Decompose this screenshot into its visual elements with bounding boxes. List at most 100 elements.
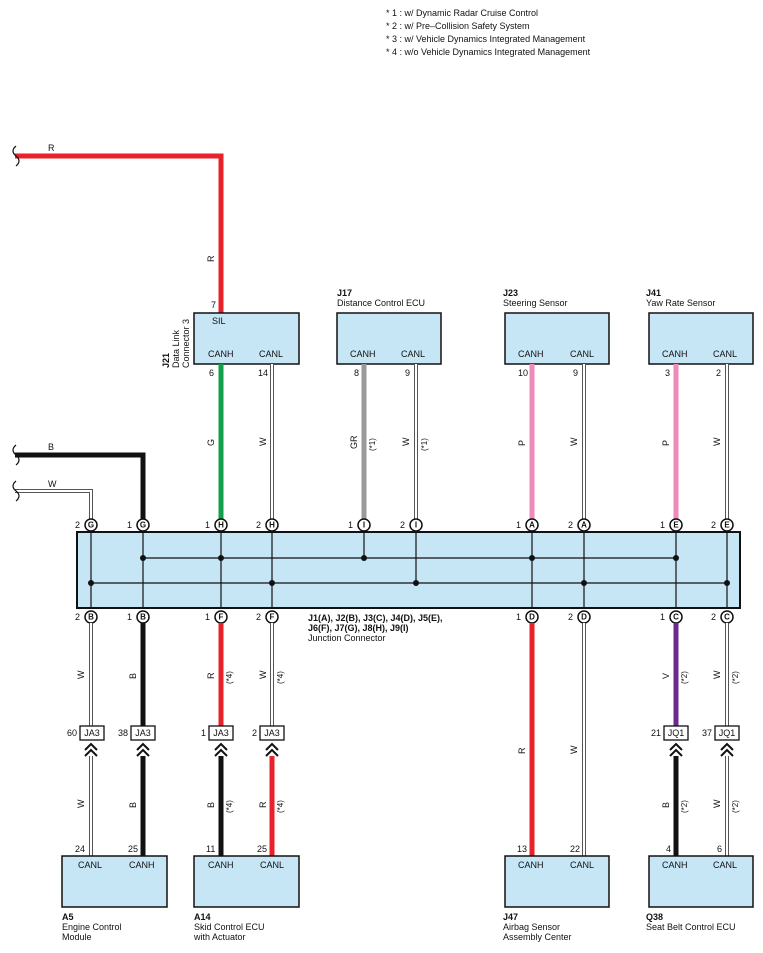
- terminal-bottom-pin: 1: [127, 612, 132, 622]
- inline-connector-name: JA3: [84, 728, 100, 738]
- lower-wires: W B B (*4) R (*4) B (*2) W (*2): [76, 742, 740, 856]
- q38-seat-belt-control-ecu: 4 6 CANH CANL Q38 Seat Belt Control ECU: [646, 844, 754, 932]
- terminal-top-letter: A: [529, 521, 535, 530]
- a14-canl: CANL: [260, 860, 284, 870]
- terminal-top-letter: A: [581, 521, 587, 530]
- dot: [361, 555, 367, 561]
- terminal-bottom-letter: F: [270, 613, 275, 622]
- inline-connector-name: JQ1: [719, 728, 736, 738]
- j23-box: [504, 312, 610, 365]
- inline-connectors: JA3 60 JA3 38 JA3 1 JA3 2 JQ1 21 JQ1 37: [67, 725, 740, 741]
- label-j23-canl-color: W: [569, 437, 579, 446]
- q38-canh: CANH: [662, 860, 688, 870]
- note-4: * 4 : w/o Vehicle Dynamics Integrated Ma…: [386, 47, 591, 57]
- j23-steering-sensor: J23 Steering Sensor CANH CANL 10 9: [503, 288, 610, 378]
- terminal-top-letter: G: [88, 521, 94, 530]
- q38-pin-canl: 6: [717, 844, 722, 854]
- label-c1-color: V: [661, 673, 671, 679]
- inline-connector-pin: 37: [702, 728, 712, 738]
- a5-pin-canh: 25: [128, 844, 138, 854]
- j41-code: J41: [646, 288, 661, 298]
- j21-box: [193, 312, 300, 365]
- j17-box: [336, 312, 442, 365]
- junction-box: [76, 531, 741, 609]
- terminal-bottom-letter: D: [581, 613, 587, 622]
- j23-pin-canl: 9: [573, 368, 578, 378]
- label-f2-note: (*4): [276, 671, 285, 684]
- dot: [529, 555, 535, 561]
- label-j41-canh-color: P: [661, 440, 671, 446]
- upper-wires: G W GR (*1) W (*1) P W P W: [206, 364, 729, 520]
- label-a14-canl-note: (*4): [276, 800, 285, 813]
- junction-label-line2: J6(F), J7(G), J8(H), J9(I): [308, 623, 409, 633]
- q38-canl: CANL: [713, 860, 737, 870]
- chevron-up-icon: [265, 742, 279, 757]
- terminal-top-i1: [357, 518, 371, 532]
- terminal-top-a1: [525, 518, 539, 532]
- inline-connector-pin: 2: [252, 728, 257, 738]
- terminal-bottom-pin: 1: [516, 612, 521, 622]
- j41-canl: CANL: [713, 349, 737, 359]
- j21-pin-canh: 6: [209, 368, 214, 378]
- junction-connector: G 2 G 1 H 1 H 2 I 1 I 2 A 1 A 2 E: [75, 518, 741, 643]
- wire-r-vertical-label: R: [206, 255, 216, 262]
- j41-box: [648, 312, 754, 365]
- label-d2-color: W: [569, 745, 579, 754]
- terminal-bottom-letter: B: [140, 613, 146, 622]
- j21-canh: CANH: [208, 349, 234, 359]
- terminal-top-pin: 1: [660, 520, 665, 530]
- terminal-top-letter: E: [724, 521, 730, 530]
- terminal-top-pin: 1: [127, 520, 132, 530]
- a5-engine-control-module: 24 25 CANL CANH A5 Engine Control Module: [61, 844, 168, 942]
- wire-b-incoming: [15, 452, 146, 520]
- j47-box: [504, 855, 610, 908]
- j17-pin-canl: 9: [405, 368, 410, 378]
- wire-w-incoming-outline: [15, 489, 93, 520]
- j47-canl: CANL: [570, 860, 594, 870]
- a5-canl: CANL: [78, 860, 102, 870]
- j23-canl: CANL: [570, 349, 594, 359]
- terminal-top-pin: 2: [75, 520, 80, 530]
- junction-label-line3: Junction Connector: [308, 633, 386, 643]
- j17-code: J17: [337, 288, 352, 298]
- q38-name-line1: Seat Belt Control ECU: [646, 922, 736, 932]
- label-q38-canh-color: B: [661, 802, 671, 808]
- terminal-top-pin: 1: [205, 520, 210, 530]
- a5-pin-canl: 24: [75, 844, 85, 854]
- a14-box: [193, 855, 300, 908]
- terminal-bottom-pin: 2: [256, 612, 261, 622]
- label-b2-color: W: [76, 670, 86, 679]
- q38-box: [648, 855, 754, 908]
- chevron-up-icon: [84, 742, 98, 757]
- terminal-top-h1: [214, 518, 228, 532]
- a14-skid-control-ecu: 11 25 CANH CANL A14 Skid Control ECU wit…: [193, 844, 300, 942]
- terminal-top-letter: H: [269, 521, 275, 530]
- label-d1-color: R: [517, 747, 527, 754]
- wire-w-incoming: [15, 490, 92, 520]
- terminal-top-pin: 2: [400, 520, 405, 530]
- wire-w-label: W: [48, 479, 57, 489]
- terminal-top-letter: H: [218, 521, 224, 530]
- terminal-top-pin: 1: [348, 520, 353, 530]
- inline-connector-pin: 60: [67, 728, 77, 738]
- dot: [673, 555, 679, 561]
- j41-canh: CANH: [662, 349, 688, 359]
- terminal-top-i2: [409, 518, 423, 532]
- label-c2-color: W: [712, 670, 722, 679]
- a5-name-line1: Engine Control: [62, 922, 122, 932]
- junction-top-terminals: G 2 G 1 H 1 H 2 I 1 I 2 A 1 A 2 E: [75, 518, 734, 532]
- wire-r-incoming: [15, 153, 224, 313]
- j21-code: J21: [161, 353, 171, 368]
- j47-name-line2: Assembly Center: [503, 932, 572, 942]
- j47-airbag-sensor-assembly: 13 22 CANH CANL J47 Airbag Sensor Assemb…: [503, 844, 610, 942]
- j21-data-link-connector: SIL CANH CANL 7 6 14 J21 Data Link Conne…: [161, 300, 300, 378]
- notes-legend: * 1 : w/ Dynamic Radar Cruise Control * …: [386, 8, 591, 57]
- terminal-top-pin: 2: [711, 520, 716, 530]
- a14-pin-canh: 11: [206, 844, 215, 854]
- j21-pin-sil: 7: [211, 300, 216, 310]
- inline-connector-jq1: [714, 725, 740, 741]
- label-a14-canh-note: (*4): [225, 800, 234, 813]
- j47-code: J47: [503, 912, 518, 922]
- label-j17-canh-note: (*1): [368, 438, 377, 451]
